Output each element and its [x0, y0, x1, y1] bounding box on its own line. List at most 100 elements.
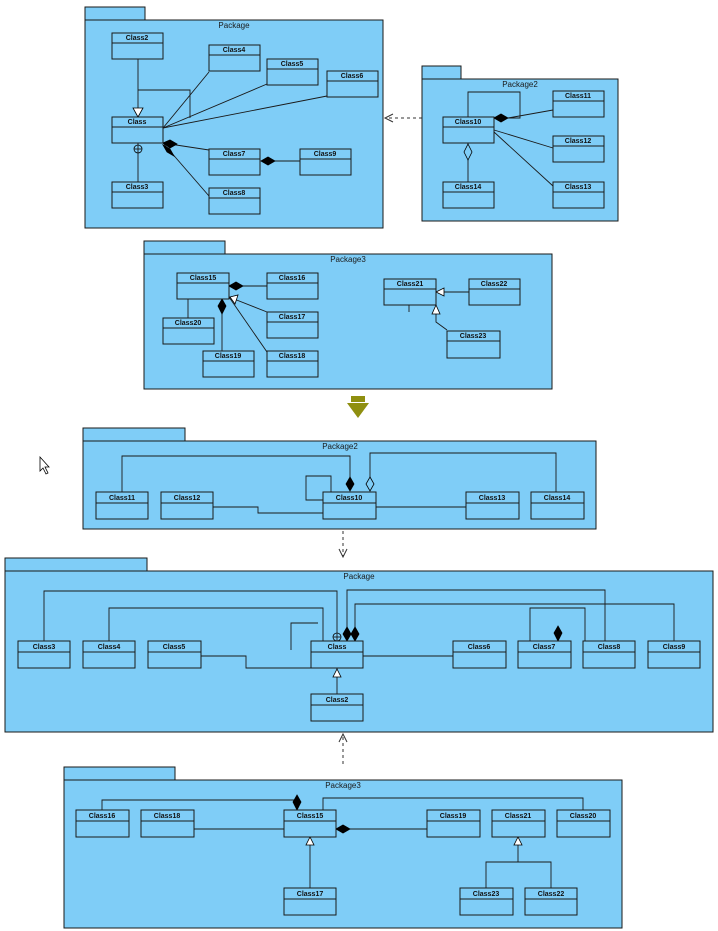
class-name: Class18	[154, 813, 181, 820]
class-name: Class19	[215, 353, 242, 360]
class-box[interactable]: Class20	[162, 317, 215, 345]
class-box[interactable]: Class	[111, 116, 164, 144]
class-box[interactable]: Class5	[147, 640, 202, 669]
class-name: Class13	[479, 495, 506, 502]
package-title: Package2	[322, 442, 358, 451]
class-name: Class6	[468, 644, 491, 651]
class-name: Class14	[544, 495, 571, 502]
package-title: Package	[218, 21, 250, 30]
class-name: Class11	[565, 93, 591, 100]
class-name: Class13	[565, 184, 592, 191]
package-title: Package	[343, 572, 375, 581]
class-name: Class5	[281, 61, 304, 68]
class-box[interactable]: Class23	[446, 330, 501, 359]
class-box[interactable]: Class21	[491, 809, 546, 838]
class-name: Class12	[565, 138, 592, 145]
markers-package-bottom	[332, 625, 563, 678]
class-box[interactable]: Class19	[202, 350, 255, 378]
class-name: Class2	[126, 35, 149, 42]
class-name: Class22	[481, 281, 508, 288]
class-box[interactable]: Class2	[310, 693, 364, 722]
class-name: Class8	[598, 644, 621, 651]
class-name: Class10	[455, 119, 482, 126]
class-name: Class11	[109, 495, 135, 502]
class-box[interactable]: Class10	[322, 491, 377, 520]
mouse-pointer-icon	[39, 455, 50, 475]
class-name: Class15	[297, 813, 324, 820]
class-name: Class7	[533, 644, 556, 651]
class-box[interactable]: Class9	[299, 148, 352, 176]
class-box[interactable]: Class6	[326, 70, 379, 98]
dependency-arrow	[338, 531, 348, 559]
class-box[interactable]: Class6	[452, 640, 507, 669]
class-name: Class16	[89, 813, 116, 820]
class-box[interactable]: Class23	[459, 887, 514, 916]
markers-package-top	[132, 107, 276, 166]
class-name: Class2	[326, 697, 349, 704]
class-box[interactable]: Class16	[75, 809, 130, 838]
class-box[interactable]: Class19	[426, 809, 481, 838]
class-box[interactable]: Class9	[647, 640, 701, 669]
package-title: Package3	[330, 255, 366, 264]
class-box[interactable]: Class3	[111, 181, 164, 209]
class-box[interactable]: Class17	[266, 311, 319, 339]
class-box[interactable]: Class20	[556, 809, 611, 838]
class-box[interactable]: Class11	[552, 90, 605, 118]
class-box[interactable]: Class18	[140, 809, 195, 838]
class-box[interactable]: Class18	[266, 350, 319, 378]
down-arrow-icon	[347, 396, 369, 418]
class-box[interactable]: Class16	[266, 272, 319, 300]
package-title: Package3	[325, 781, 361, 790]
markers-package3-bottom	[292, 794, 523, 846]
class-name: Class14	[455, 184, 482, 191]
class-name: Class19	[440, 813, 467, 820]
class-box[interactable]: Class14	[530, 491, 585, 520]
class-box[interactable]: Class2	[111, 32, 164, 60]
class-name: Class	[128, 119, 147, 126]
class-box[interactable]: Class5	[266, 58, 319, 86]
class-name: Class16	[279, 275, 306, 282]
class-name: Class12	[174, 495, 201, 502]
class-name: Class4	[223, 47, 246, 54]
class-box[interactable]: Class10	[442, 116, 495, 144]
package-title: Package2	[502, 80, 538, 89]
class-name: Class7	[223, 151, 246, 158]
dependency-arrow	[383, 113, 422, 123]
class-name: Class8	[223, 190, 246, 197]
class-box[interactable]: Class14	[442, 181, 495, 209]
class-box[interactable]: Class15	[283, 809, 337, 838]
class-name: Class18	[279, 353, 306, 360]
class-name: Class	[328, 644, 347, 651]
class-box[interactable]: Class17	[283, 887, 337, 916]
markers-package2-top	[463, 113, 509, 161]
class-box[interactable]: Class13	[465, 491, 520, 520]
class-box[interactable]: Class	[310, 640, 364, 669]
class-box[interactable]: Class12	[160, 491, 214, 520]
class-name: Class17	[297, 891, 324, 898]
class-box[interactable]: Class7	[208, 148, 261, 176]
class-box[interactable]: Class4	[82, 640, 136, 669]
class-box[interactable]: Class13	[552, 181, 605, 209]
class-box[interactable]: Class4	[208, 44, 261, 72]
class-name: Class4	[98, 644, 121, 651]
class-name: Class20	[175, 320, 202, 327]
class-name: Class21	[505, 813, 532, 820]
class-box[interactable]: Class22	[524, 887, 578, 916]
class-name: Class17	[279, 314, 306, 321]
class-name: Class23	[473, 891, 500, 898]
class-box[interactable]: Class11	[95, 491, 149, 520]
class-box[interactable]: Class12	[552, 135, 605, 163]
class-box[interactable]: Class8	[582, 640, 636, 669]
class-box[interactable]: Class3	[17, 640, 71, 669]
class-box[interactable]: Class22	[468, 278, 521, 306]
class-box[interactable]: Class7	[517, 640, 572, 669]
class-box[interactable]: Class15	[176, 272, 230, 300]
class-name: Class3	[33, 644, 56, 651]
class-box[interactable]: Class8	[208, 187, 261, 215]
class-name: Class15	[190, 275, 217, 282]
class-name: Class5	[163, 644, 186, 651]
class-name: Class23	[460, 333, 487, 340]
class-name: Class20	[570, 813, 597, 820]
class-box[interactable]: Class21	[383, 278, 437, 306]
